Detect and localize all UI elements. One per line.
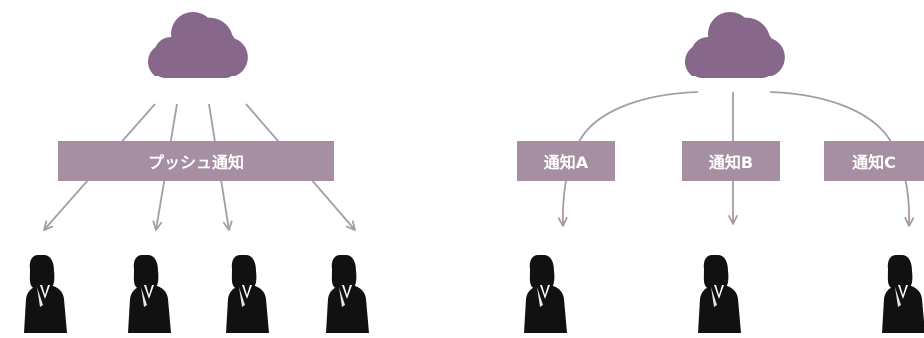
right-panel: 通知A 通知B 通知C <box>517 12 924 333</box>
notification-c-label: 通知C <box>852 153 896 172</box>
person-icon <box>698 255 741 333</box>
person-icon <box>128 255 171 333</box>
person-icon <box>882 255 924 333</box>
cloud-icon <box>147 12 248 78</box>
person-icon <box>326 255 369 333</box>
person-icon <box>226 255 269 333</box>
person-icon <box>24 255 67 333</box>
push-notification-label: プッシュ通知 <box>148 153 244 172</box>
notification-c-box <box>824 141 924 181</box>
notification-a-box <box>517 141 615 181</box>
push-notification-bar <box>58 141 334 181</box>
arrow-to-notification-a <box>557 91 699 227</box>
person-icon <box>524 255 567 333</box>
arrow-to-notification-c <box>769 91 915 227</box>
left-panel: プッシュ通知 <box>24 12 369 333</box>
notification-b-box <box>682 141 780 181</box>
notification-a-label: 通知A <box>544 153 589 172</box>
notification-b-label: 通知B <box>709 153 753 172</box>
cloud-icon <box>684 12 785 78</box>
